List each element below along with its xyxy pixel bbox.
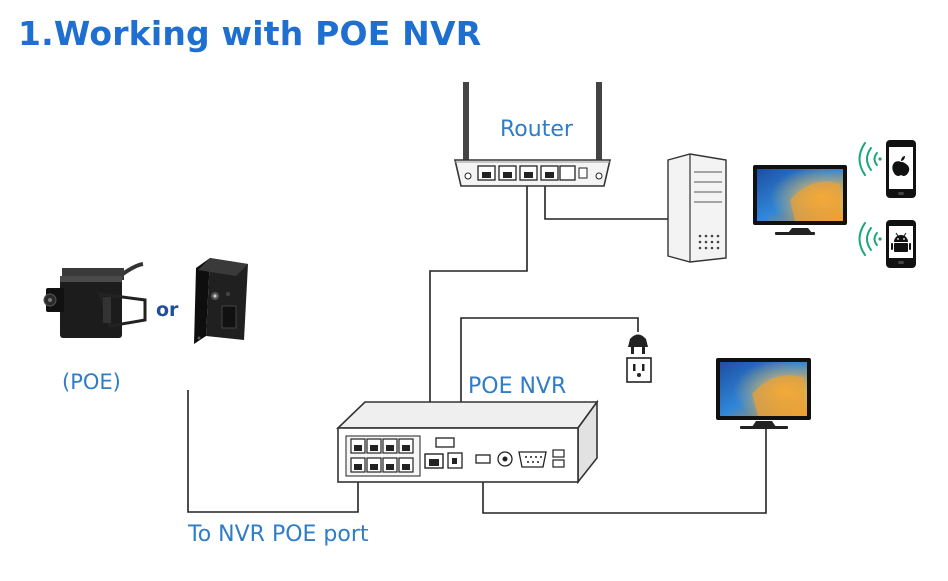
poe-camera-pinhole <box>194 258 248 344</box>
camera-type-label: (POE) <box>62 370 121 394</box>
cable-router-to-nvr <box>429 185 528 455</box>
iphone <box>886 140 916 198</box>
router <box>453 82 612 187</box>
nvr-port-label: To NVR POE port <box>188 522 369 547</box>
poe-camera-mini <box>43 262 147 338</box>
wifi-icon <box>858 142 882 176</box>
android-icon <box>891 232 911 252</box>
page-title: 1.Working with POE NVR <box>18 14 482 53</box>
android-phone <box>886 220 916 268</box>
router-label: Router <box>500 117 573 142</box>
poe-nvr <box>336 399 599 485</box>
or-label: or <box>156 299 179 321</box>
cable-router-to-pc <box>544 185 672 220</box>
cable-power-to-nvr <box>460 317 639 456</box>
nvr-label: POE NVR <box>468 374 567 399</box>
monitor-bottom <box>716 358 811 429</box>
monitor-top <box>753 165 847 235</box>
cable-nvr-to-monitor <box>482 428 767 514</box>
power-outlet-icon <box>626 357 652 383</box>
cable-camera-to-nvr <box>187 390 359 513</box>
power-plug-icon <box>628 334 648 354</box>
desktop-pc <box>667 153 727 263</box>
apple-icon <box>892 156 910 176</box>
connection-lines <box>187 185 767 514</box>
wifi-icon <box>858 222 882 256</box>
